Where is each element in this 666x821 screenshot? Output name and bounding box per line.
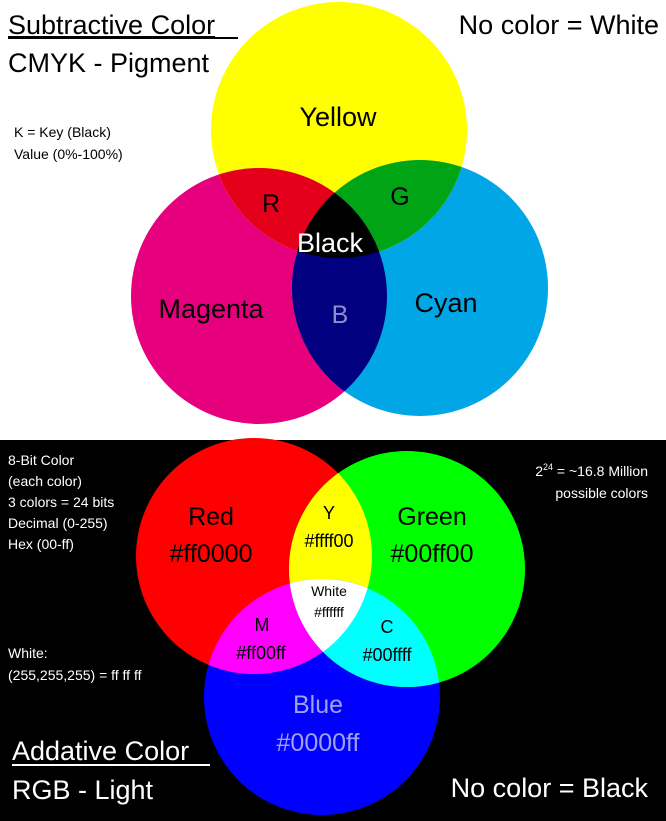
blue-label: B <box>332 301 349 329</box>
red-hex-label: #ff0000 <box>170 540 253 568</box>
additive-title: Addative Color <box>12 736 189 766</box>
white-name-label: White <box>311 583 347 599</box>
key-note-line1: K = Key (Black) <box>14 124 111 140</box>
magenta-hex-label: #ff00ff <box>236 643 286 663</box>
green-name-label: Green <box>397 503 466 531</box>
million-note-line2: possible colors <box>555 485 648 501</box>
million-note-line1: 224 = ~16.8 Million <box>535 462 648 479</box>
cyan-hex-label: #00ffff <box>362 645 412 665</box>
million-note-text: = ~16.8 Million <box>553 463 648 479</box>
green-hex-label: #00ff00 <box>391 540 474 568</box>
additive-section: 8-Bit Color (each color) 3 colors = 24 b… <box>0 438 666 821</box>
magenta-overlap <box>204 579 372 674</box>
yellow-name-label: Y <box>323 503 335 523</box>
million-note-exponent: 24 <box>543 462 553 472</box>
cyan-label: Cyan <box>414 288 477 318</box>
yellow-hex-label: #ffff00 <box>304 531 353 551</box>
bit-note-line2: (each color) <box>8 473 82 489</box>
yellow-label: Yellow <box>299 102 377 132</box>
additive-no-color-note: No color = Black <box>451 773 649 803</box>
cyan-overlap <box>289 579 440 687</box>
subtractive-section: Subtractive Color CMYK - Pigment No colo… <box>8 2 659 424</box>
black-overlap <box>292 168 387 258</box>
magenta-label: Magenta <box>158 294 264 324</box>
subtractive-no-color-note: No color = White <box>459 10 659 40</box>
bit-note-line1: 8-Bit Color <box>8 452 74 468</box>
cyan-name-label: C <box>381 617 394 637</box>
bit-note-line3: 3 colors = 24 bits <box>8 494 114 510</box>
subtractive-title: Subtractive Color <box>8 10 215 40</box>
red-label: R <box>262 190 280 218</box>
black-label: Black <box>297 228 364 258</box>
subtractive-subtitle: CMYK - Pigment <box>8 48 210 78</box>
bit-note-line4: Decimal (0-255) <box>8 515 108 531</box>
million-note-base: 2 <box>535 463 543 479</box>
blue-name-label: Blue <box>293 691 343 719</box>
key-note-line2: Value (0%-100%) <box>14 146 123 162</box>
red-name-label: Red <box>188 503 234 531</box>
magenta-name-label: M <box>255 615 270 635</box>
white-hex-label: #ffffff <box>314 604 344 620</box>
bit-note-line5: Hex (00-ff) <box>8 536 74 552</box>
green-label: G <box>390 183 409 211</box>
additive-subtitle: RGB - Light <box>12 775 154 805</box>
blue-hex-label: #0000ff <box>277 729 360 757</box>
white-note-line1: White: <box>8 645 48 661</box>
white-note-line2: (255,255,255) = ff ff ff <box>8 667 142 683</box>
